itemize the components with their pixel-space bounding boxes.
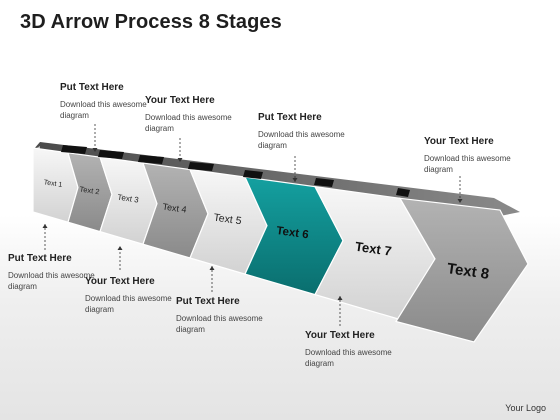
stage-tab	[396, 188, 410, 197]
callout-title: Your Text Here	[85, 276, 155, 287]
stage-4-label: Text 4	[162, 201, 187, 214]
callout-stage-2: Put Text Here Download this awesome diag…	[60, 82, 155, 121]
stage-8-chevron	[395, 197, 529, 343]
stage-8-label: Text 8	[446, 260, 490, 283]
stage-2-label: Text 2	[79, 185, 100, 197]
slide-title: 3D Arrow Process 8 Stages	[20, 11, 282, 33]
stage-7-label: Text 7	[354, 239, 392, 259]
connector-stage-4-head	[177, 158, 183, 162]
stage-5-label: Text 5	[213, 212, 243, 228]
callout-body: Download this awesome diagram	[60, 100, 147, 120]
connector-stage-5-head	[209, 266, 215, 270]
connector-stage-6-head	[292, 178, 298, 182]
callout-stage-6: Put Text Here Download this awesome diag…	[258, 112, 353, 151]
callout-stage-4: Your Text Here Download this awesome dia…	[145, 95, 240, 134]
stage-tab	[314, 178, 334, 187]
callout-stage-7: Your Text Here Download this awesome dia…	[305, 330, 400, 369]
callout-stage-8: Your Text Here Download this awesome dia…	[424, 136, 519, 175]
stage-3-label: Text 3	[117, 193, 140, 205]
callout-stage-3: Your Text Here Download this awesome dia…	[85, 276, 180, 315]
stage-tab	[61, 145, 87, 154]
stage-1-label: Text 1	[43, 179, 63, 189]
callout-body: Download this awesome diagram	[8, 271, 95, 291]
logo-text: Your Logo	[505, 403, 546, 413]
callout-title: Put Text Here	[176, 296, 240, 307]
callout-body: Download this awesome diagram	[85, 294, 172, 314]
connector-stage-3-head	[117, 246, 123, 250]
callout-stage-1: Put Text Here Download this awesome diag…	[8, 253, 103, 292]
stage-6-label: Text 6	[276, 225, 310, 241]
callout-body: Download this awesome diagram	[145, 113, 232, 133]
connector-stage-1-head	[42, 224, 48, 228]
callout-body: Download this awesome diagram	[424, 154, 511, 174]
connector-stage-7-head	[337, 296, 343, 300]
callout-title: Put Text Here	[60, 82, 124, 93]
callout-body: Download this awesome diagram	[305, 348, 392, 368]
callout-body: Download this awesome diagram	[176, 314, 263, 334]
callout-title: Put Text Here	[258, 112, 322, 123]
callout-title: Your Text Here	[424, 136, 494, 147]
stage-tab	[138, 155, 164, 164]
callout-body: Download this awesome diagram	[258, 130, 345, 150]
connector-stage-8-head	[457, 199, 463, 203]
stage-tab	[98, 150, 124, 159]
callout-title: Your Text Here	[305, 330, 375, 341]
callout-title: Put Text Here	[8, 253, 72, 264]
callout-stage-5: Put Text Here Download this awesome diag…	[176, 296, 271, 335]
callout-title: Your Text Here	[145, 95, 215, 106]
connector-stage-2-head	[92, 148, 98, 152]
stage-tab	[243, 170, 263, 179]
stage-tab	[188, 162, 214, 171]
